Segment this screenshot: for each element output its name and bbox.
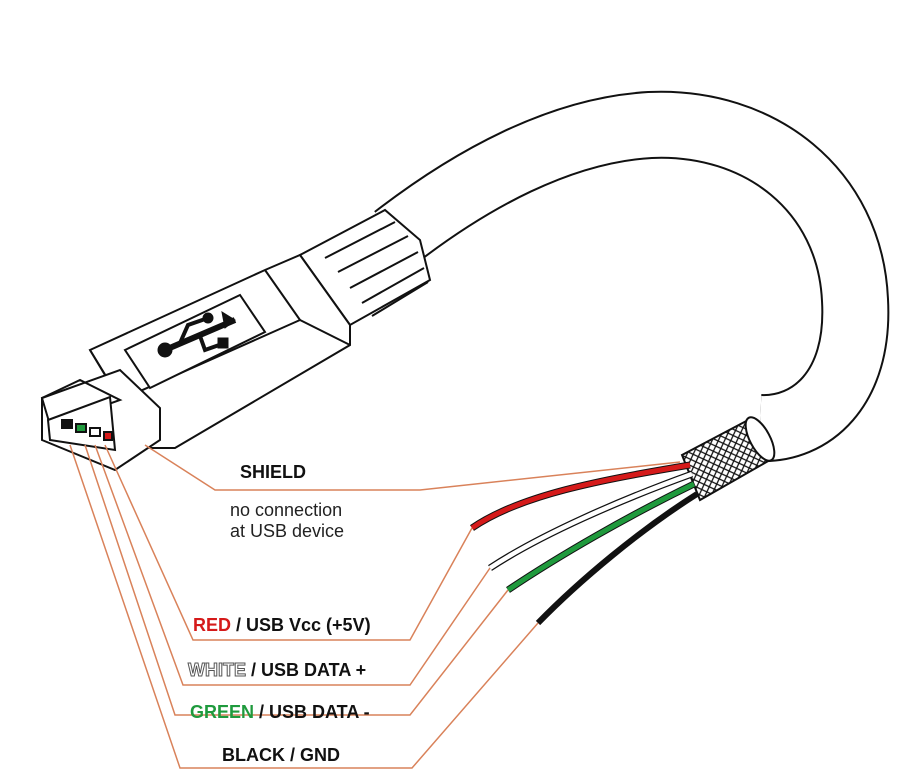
red-wire-label: RED / USB Vcc (+5V) — [193, 615, 371, 636]
shield-note-line-2: at USB device — [230, 521, 345, 541]
wire-white — [488, 471, 693, 570]
usb-connector — [40, 253, 351, 472]
wire-black — [535, 491, 699, 626]
red-color-text: RED — [193, 615, 232, 635]
shield-note-line-1: no connection — [230, 500, 343, 520]
green-color-text: GREEN — [190, 702, 255, 722]
black-color-text: BLACK — [222, 745, 285, 765]
usb-trident-icon — [157, 310, 237, 358]
black-wire-label: BLACK / GND — [222, 745, 340, 766]
wire-red — [470, 462, 691, 531]
white-wire-label: WHITE / USB DATA + — [188, 660, 367, 681]
leader-lines — [69, 444, 681, 769]
cable — [374, 90, 890, 463]
black-desc-text: / GND — [285, 745, 341, 765]
green-wire-label: GREEN / USB DATA - — [190, 702, 370, 723]
wire-green — [506, 481, 696, 593]
wires — [470, 461, 699, 626]
white-desc-text: / USB DATA + — [246, 660, 367, 680]
shield-label: SHIELD — [240, 462, 307, 482]
green-desc-text: / USB DATA - — [254, 702, 370, 722]
red-desc-text: / USB Vcc (+5V) — [231, 615, 371, 635]
white-color-text: WHITE — [188, 660, 247, 681]
